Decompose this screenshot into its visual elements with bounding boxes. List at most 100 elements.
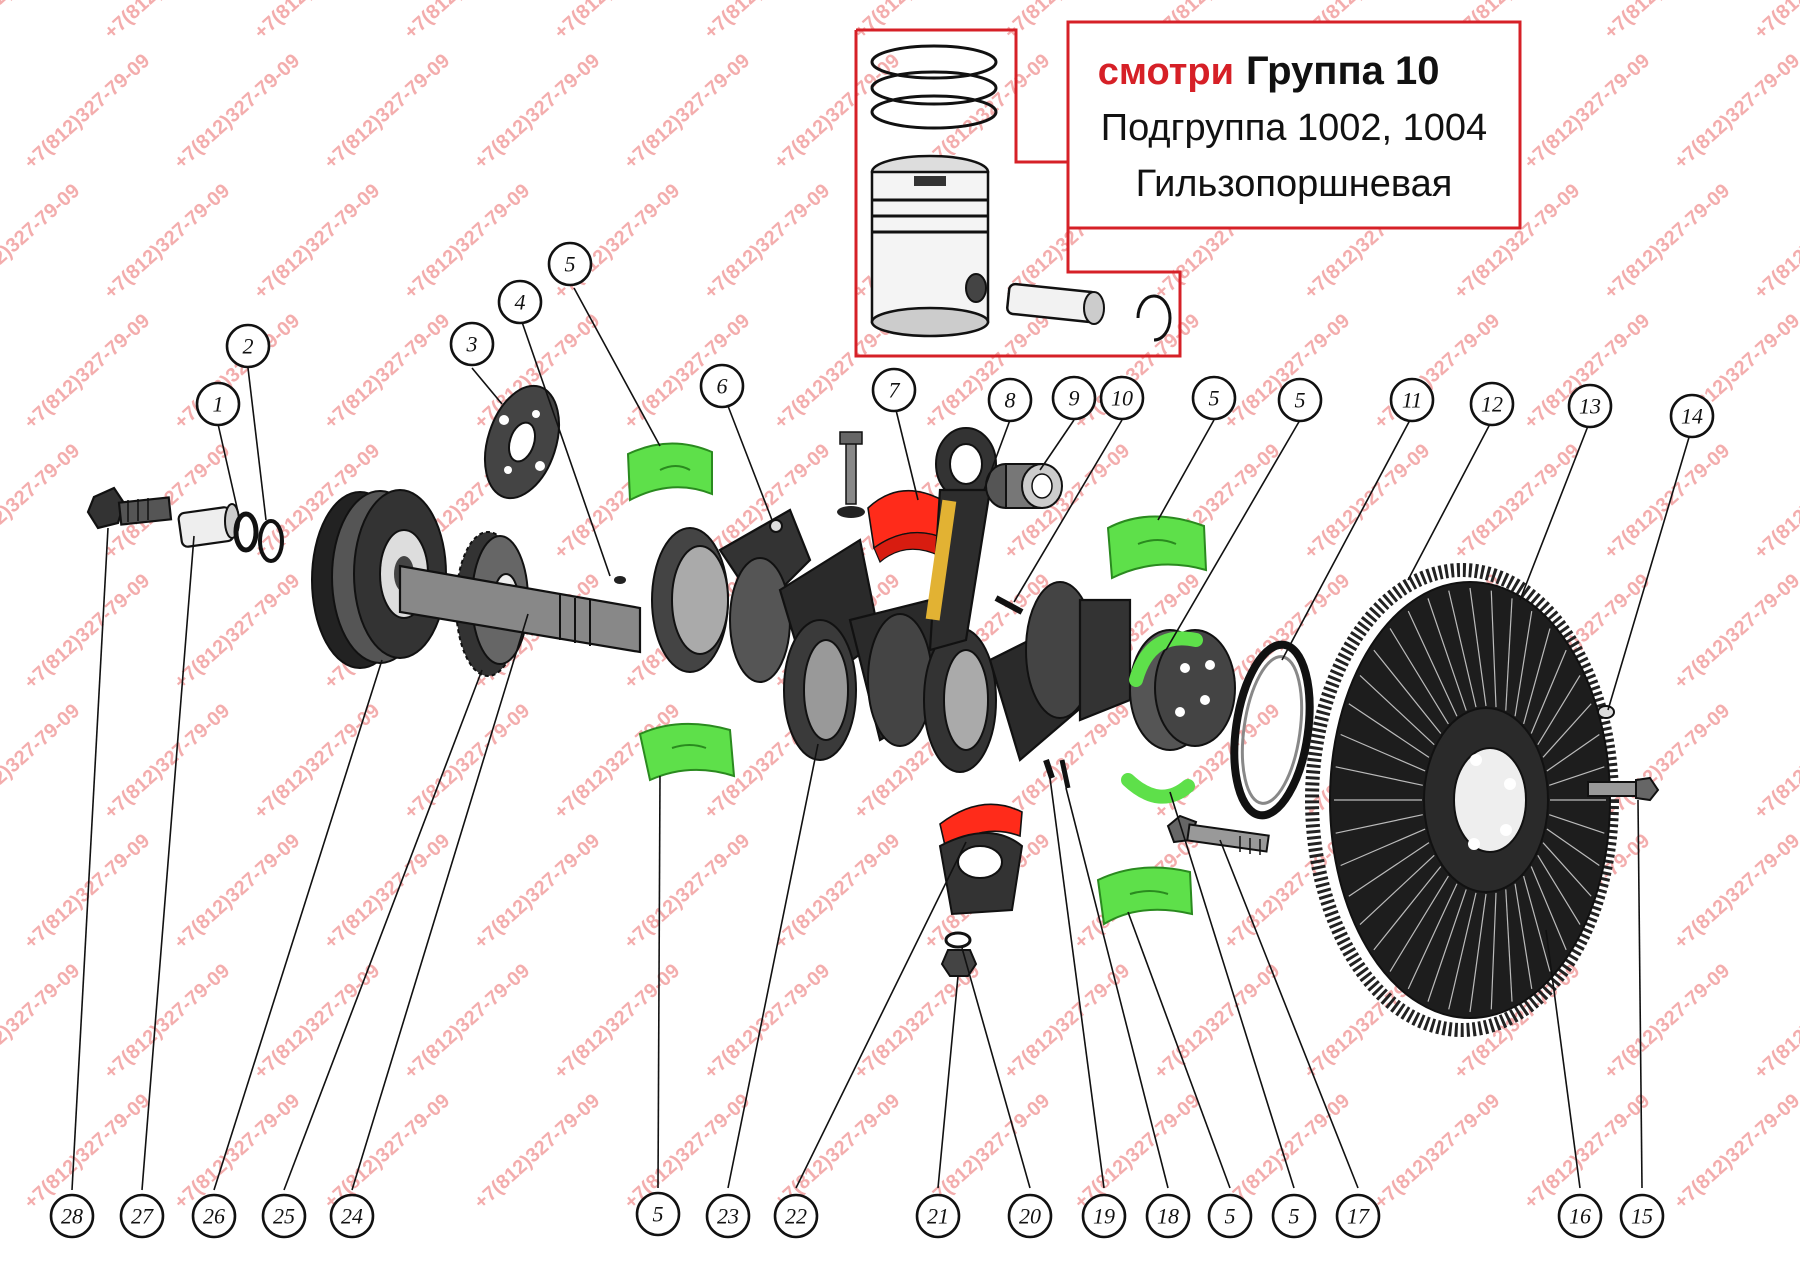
callout-20: 20 xyxy=(1007,1193,1053,1239)
watermark-phone: +7(812)327-79-09 xyxy=(100,960,234,1084)
callout-27: 27 xyxy=(119,1193,165,1239)
leader-17 xyxy=(1219,839,1359,1189)
callout-circle xyxy=(1669,393,1715,439)
callout-circle xyxy=(547,241,593,287)
callout-12: 12 xyxy=(1469,381,1515,427)
callout-number: 10 xyxy=(1111,386,1133,411)
watermark-phone: +7(812)327-79-09 xyxy=(1750,960,1800,1084)
part-11-seal-ring xyxy=(1230,640,1314,820)
callout-4: 4 xyxy=(497,279,543,325)
callout-22: 22 xyxy=(773,1193,819,1239)
callout-number: 5 xyxy=(1295,388,1306,413)
callout-23: 23 xyxy=(705,1193,751,1239)
callout-number: 5 xyxy=(565,252,576,277)
callout-circle xyxy=(705,1193,751,1239)
watermark-phone: +7(812)327-79-09 xyxy=(20,570,154,694)
leader-26 xyxy=(213,659,383,1191)
callout-circle xyxy=(1389,377,1435,423)
watermark-phone: +7(812)327-79-09 xyxy=(170,830,304,954)
callout-circle xyxy=(987,377,1033,423)
leader-11 xyxy=(1281,419,1411,661)
callout-14: 14 xyxy=(1669,393,1715,439)
watermark-phone: +7(812)327-79-09 xyxy=(1600,180,1734,304)
leader-14 xyxy=(1607,433,1691,711)
callout-circle xyxy=(1207,1193,1253,1239)
callout-circle xyxy=(119,1193,165,1239)
callout-9: 9 xyxy=(1051,375,1097,421)
part-10-pin xyxy=(994,595,1024,615)
reference-inset[interactable]: смотри Группа 10 Подгруппа 1002, 1004 Ги… xyxy=(854,20,1522,358)
watermark-phone: +7(812)327-79-09 xyxy=(250,0,384,44)
watermark-phone: +7(812)327-79-09 xyxy=(320,50,454,174)
watermark-phone: +7(812)327-79-09 xyxy=(1600,0,1734,44)
callout-circle xyxy=(1469,381,1515,427)
callout-number: 13 xyxy=(1579,394,1601,419)
callout-circle xyxy=(1335,1193,1381,1239)
callout-circle xyxy=(1619,1193,1665,1239)
watermark-phone: +7(812)327-79-09 xyxy=(1600,960,1734,1084)
watermark-phone: +7(812)327-79-09 xyxy=(470,830,604,954)
watermark-phone: +7(812)327-79-09 xyxy=(170,50,304,174)
part-7-bearing-shell-red xyxy=(867,489,950,563)
part-19-pin xyxy=(1043,759,1055,779)
leader-5c xyxy=(1165,419,1301,651)
callout-circle xyxy=(1557,1193,1603,1239)
callout-number: 23 xyxy=(717,1204,739,1229)
callout-number: 16 xyxy=(1569,1204,1591,1229)
part-8-connecting-rod xyxy=(925,427,997,652)
callout-number: 21 xyxy=(927,1204,949,1229)
callout-number: 24 xyxy=(341,1204,363,1229)
callout-17: 17 xyxy=(1335,1193,1381,1239)
watermark-phone: +7(812)327-79-09 xyxy=(20,310,154,434)
callout-circle xyxy=(1567,383,1613,429)
parts-layer xyxy=(86,384,1660,1037)
callout-circle xyxy=(261,1193,307,1239)
part-2-washer xyxy=(258,519,284,563)
watermark-phone: +7(812)327-79-09 xyxy=(1670,50,1800,174)
watermark-phone: +7(812)327-79-09 xyxy=(320,1090,454,1214)
callout-circle xyxy=(635,1191,681,1237)
callout-circle xyxy=(1191,375,1237,421)
callout-number: 18 xyxy=(1157,1204,1179,1229)
part-3-disc xyxy=(484,384,560,500)
watermark-phone: +7(812)327-79-09 xyxy=(400,700,534,824)
watermark-phone: +7(812)327-79-09 xyxy=(0,180,84,304)
callout-number: 1 xyxy=(213,392,224,417)
callout-circle xyxy=(449,321,495,367)
watermark-phone: +7(812)327-79-09 xyxy=(1750,700,1800,824)
callout-number: 5 xyxy=(1225,1204,1236,1229)
leader-7 xyxy=(895,409,919,501)
callout-circle xyxy=(915,1193,961,1239)
callout-number: 22 xyxy=(785,1204,807,1229)
callout-number: 26 xyxy=(203,1204,225,1229)
watermark-phone: +7(812)327-79-09 xyxy=(400,960,534,1084)
part-4-key xyxy=(614,576,626,584)
callout-circle xyxy=(1081,1193,1127,1239)
watermark-phone: +7(812)327-79-09 xyxy=(0,700,84,824)
leader-13 xyxy=(1519,425,1589,601)
leader-5e xyxy=(1127,911,1231,1189)
callout-circle xyxy=(1051,375,1097,421)
part-13-flywheel xyxy=(1329,581,1611,1019)
part-27-bushing xyxy=(177,503,240,548)
callout-18: 18 xyxy=(1145,1193,1191,1239)
leader-23 xyxy=(727,743,819,1189)
group-label: Группа 10 xyxy=(1246,49,1439,93)
watermark-phone: +7(812)327-79-09 xyxy=(470,1090,604,1214)
part-28-bolt xyxy=(86,486,173,530)
callout-19: 19 xyxy=(1081,1193,1127,1239)
callout-15: 15 xyxy=(1619,1193,1665,1239)
callout-number: 12 xyxy=(1481,392,1503,417)
watermark-phone: +7(812)327-79-09 xyxy=(1750,0,1800,44)
callout-number: 9 xyxy=(1069,386,1080,411)
leader-lines xyxy=(71,287,1691,1191)
callout-number: 19 xyxy=(1093,1204,1115,1229)
callout-circle xyxy=(1271,1193,1317,1239)
part-5-thrust-half-ring-green-b xyxy=(1121,773,1195,804)
watermark-phone: +7(812)327-79-09 xyxy=(320,830,454,954)
leader-5d xyxy=(657,775,661,1189)
watermark-phone: +7(812)327-79-09 xyxy=(1750,440,1800,564)
crankshaft xyxy=(398,508,1236,773)
part-9-bushing xyxy=(985,463,1063,509)
